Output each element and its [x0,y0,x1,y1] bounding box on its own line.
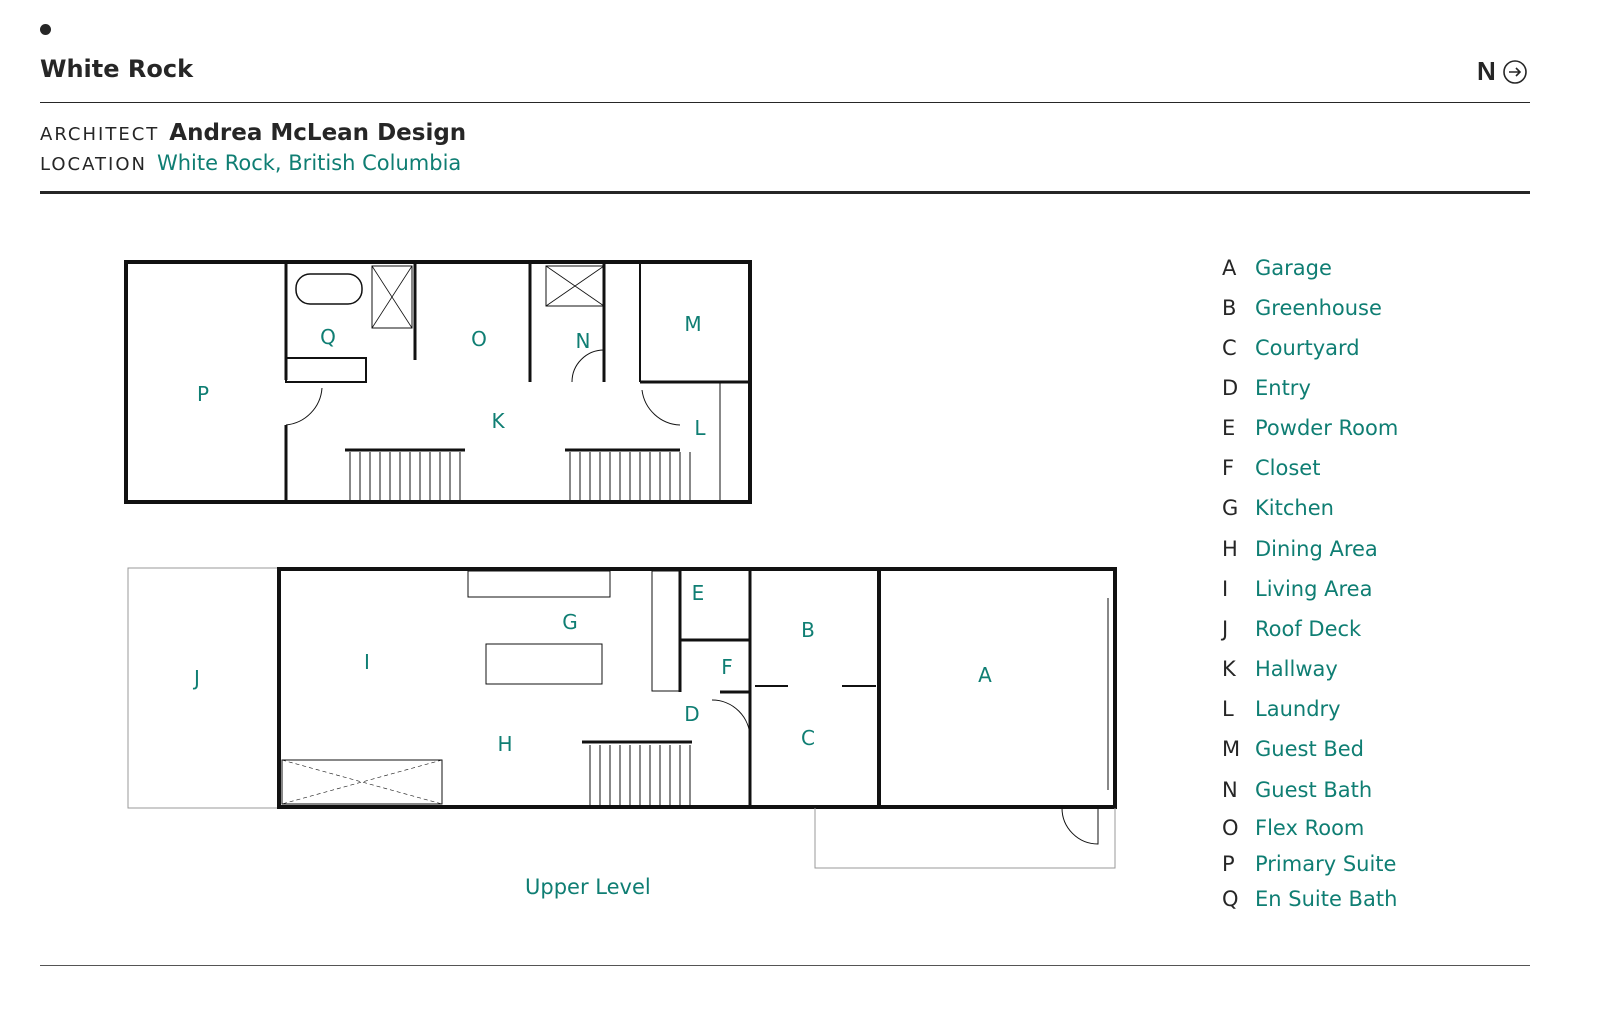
legend-room-name: Laundry [1255,697,1341,721]
legend-letter: F [1222,456,1235,480]
room-label-l: L [694,416,706,440]
room-label-e: E [692,581,705,605]
legend-room-name: Garage [1255,256,1332,280]
legend-item: F Closet [1222,456,1320,480]
legend-letter: E [1222,416,1236,440]
legend-room-name: Closet [1255,456,1321,480]
legend-item: G Kitchen [1222,496,1334,520]
room-label-q: Q [320,325,336,349]
location-row: LOCATION White Rock, British Columbia [40,151,461,175]
legend-item: B Greenhouse [1222,296,1382,320]
level-label: Upper Level [525,875,651,899]
legend-item: A Garage [1222,256,1332,280]
legend-item: C Courtyard [1222,336,1360,360]
room-label-m: M [684,312,701,336]
legend-item: H Dining Area [1222,537,1378,561]
legend-letter: N [1222,778,1238,802]
legend-item: I Living Area [1222,577,1372,601]
room-label-j: J [192,666,200,690]
legend-room-name: Greenhouse [1255,296,1382,320]
legend-letter: H [1222,537,1238,561]
page-title: White Rock [40,55,194,83]
north-indicator: N [1477,56,1528,87]
location-value: White Rock, British Columbia [156,151,462,175]
room-label-k: K [491,409,505,433]
architect-label: ARCHITECT [40,124,160,145]
legend-item: M Guest Bed [1222,737,1364,761]
legend-room-name: Flex Room [1255,816,1365,840]
legend-room-name: Guest Bath [1255,778,1373,802]
legend-room-name: Dining Area [1255,537,1378,561]
legend-item: K Hallway [1222,657,1338,681]
room-label-p: P [197,382,209,406]
legend-room-name: Courtyard [1255,336,1360,360]
arrow-right-circle-icon [1502,59,1527,84]
legend-letter: M [1222,737,1241,761]
divider-thick [40,191,1530,194]
legend-item: P Primary Suite [1222,852,1396,876]
legend-room-name: Roof Deck [1255,617,1362,641]
legend-item: J Roof Deck [1222,617,1361,641]
legend-letter: Q [1222,887,1239,911]
legend-letter: K [1222,657,1236,681]
north-label: N [1477,56,1496,86]
room-label-i: I [364,650,370,674]
divider-bottom [40,965,1530,966]
legend-letter: P [1222,852,1235,876]
room-label-a: A [978,663,992,687]
room-label-h: H [497,732,512,756]
legend-room-name: Living Area [1255,577,1373,601]
legend-item: D Entry [1222,376,1311,400]
room-label-g: G [562,610,578,634]
room-label-b: B [801,618,815,642]
room-label-f: F [721,655,733,679]
room-label-c: C [801,726,815,750]
legend-item: Q En Suite Bath [1222,887,1397,911]
legend-item: E Powder Room [1222,416,1398,440]
legend-room-name: Guest Bed [1255,737,1365,761]
architect-value: Andrea McLean Design [169,120,467,146]
room-label-d: D [684,702,699,726]
legend-letter: G [1222,496,1239,520]
legend-item: N Guest Bath [1222,778,1372,802]
legend-item: O Flex Room [1222,816,1364,840]
legend-room-name: Hallway [1255,657,1338,681]
legend-letter: I [1222,577,1229,601]
legend-room-name: Powder Room [1255,416,1399,440]
legend-letter: J [1222,617,1229,641]
divider [40,102,1530,103]
bullet-dot [40,24,51,35]
room-label-o: O [471,327,487,351]
legend-letter: C [1222,336,1237,360]
legend-letter: D [1222,376,1239,400]
legend-letter: A [1222,256,1237,280]
legend-letter: L [1222,697,1234,721]
legend-room-name: Entry [1255,376,1311,400]
legend-letter: O [1222,816,1239,840]
architect-row: ARCHITECT Andrea McLean Design [40,120,466,146]
legend-room-name: En Suite Bath [1255,887,1398,911]
room-label-n: N [576,329,591,353]
legend-letter: B [1222,296,1237,320]
location-label: LOCATION [40,154,147,175]
legend-room-name: Primary Suite [1255,852,1397,876]
legend-room-name: Kitchen [1255,496,1334,520]
legend-item: L Laundry [1222,697,1341,721]
